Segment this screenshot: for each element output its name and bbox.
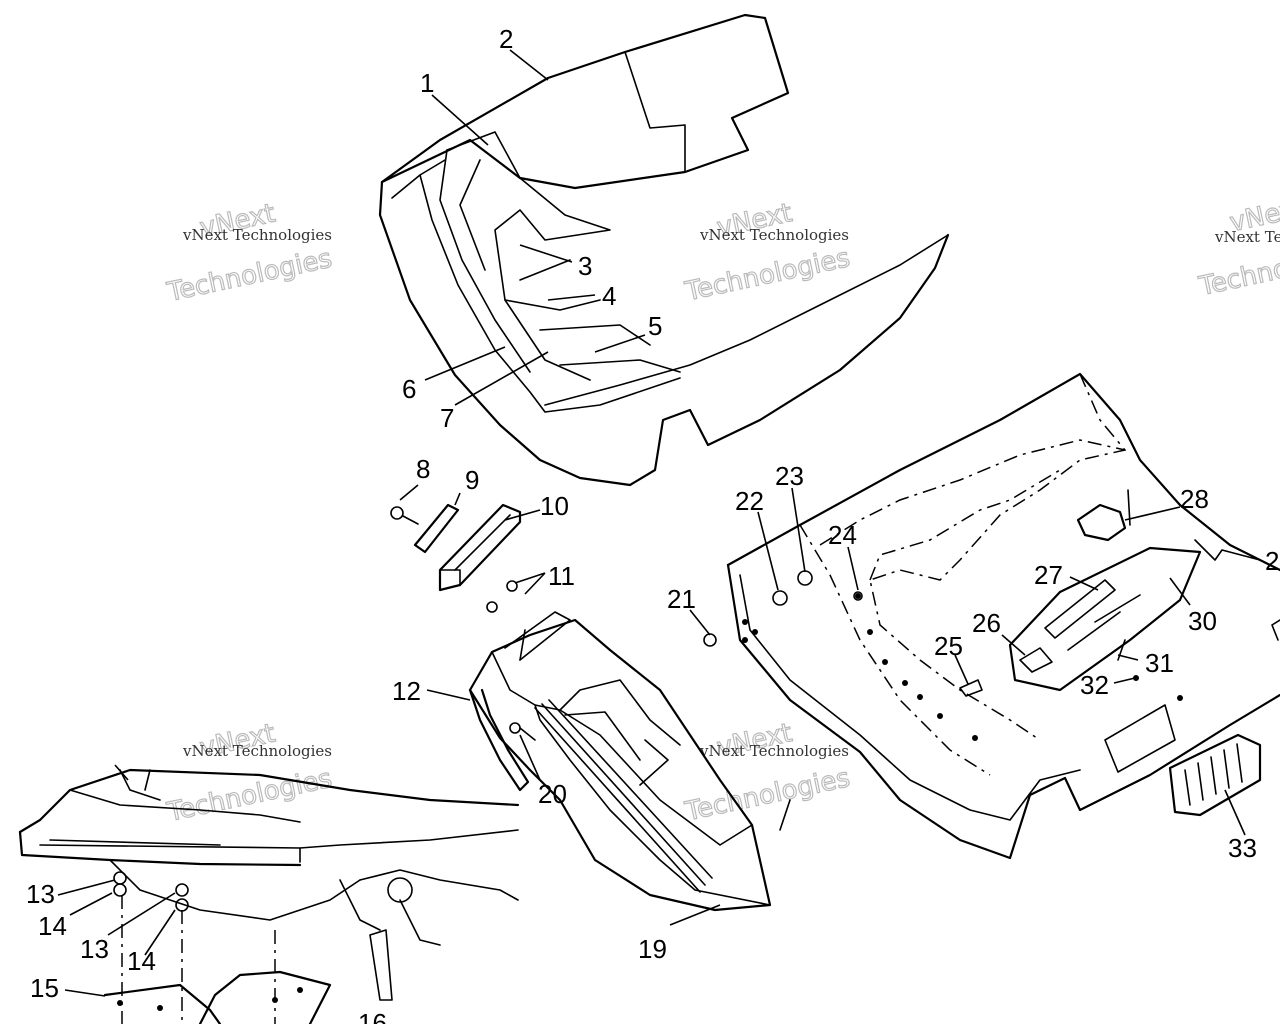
- callout-21: 21: [667, 584, 696, 614]
- callout-11: 11: [548, 561, 575, 591]
- callout-20: 20: [538, 779, 567, 809]
- leader-lines: [57, 49, 1261, 997]
- callout-10: 10: [540, 491, 569, 521]
- watermark-text-4: vNext Technologies: [182, 742, 332, 760]
- callout-27: 27: [1034, 560, 1063, 590]
- svg-text:Technologies: Technologies: [164, 244, 335, 308]
- callout-1: 1: [420, 68, 434, 98]
- callout-5: 5: [648, 311, 662, 341]
- callout-12: 12: [392, 676, 421, 706]
- svg-text:Technologies: Technologies: [682, 243, 853, 307]
- callout-31: 31: [1145, 648, 1174, 678]
- belly-pan: [726, 372, 1280, 860]
- watermark-text-1: vNext Technologies: [182, 226, 332, 244]
- callout-19: 19: [638, 934, 667, 964]
- callout-15: 15: [30, 973, 59, 1003]
- callout-14b: 14: [127, 946, 156, 976]
- nuts: [703, 570, 863, 647]
- callout-13b: 13: [80, 934, 109, 964]
- watermark-text-5: vNext Technologies: [699, 742, 849, 760]
- console: [959, 489, 1223, 697]
- watermark-2: vNext Technologies: [681, 198, 853, 308]
- callout-28: 28: [1180, 484, 1209, 514]
- callout-22: 22: [735, 486, 764, 516]
- callout-7: 7: [440, 403, 454, 433]
- callout-33: 33: [1228, 833, 1257, 863]
- callout-25: 25: [934, 631, 963, 661]
- callout-26: 26: [972, 608, 1001, 638]
- callout-4: 4: [602, 281, 616, 311]
- sled-front-inset: [18, 768, 520, 1024]
- hardware-front-left: [390, 503, 536, 741]
- callout-29-partial: 2: [1265, 546, 1279, 576]
- svg-text:Technologies: Technologies: [682, 763, 853, 827]
- nose-piece: [468, 611, 772, 912]
- callout-23: 23: [775, 461, 804, 491]
- callout-16: 16: [358, 1008, 387, 1024]
- hood-shell: [378, 13, 950, 487]
- watermark-text-3: vNext Technologies: [1214, 228, 1280, 246]
- callout-6: 6: [402, 374, 416, 404]
- callout-13a: 13: [26, 879, 55, 909]
- callouts: 1 2 3 4 5 6 7 8 9 10 11 12 13 14 13 14 1…: [26, 24, 1279, 1024]
- callout-14a: 14: [38, 911, 67, 941]
- callout-3: 3: [578, 251, 592, 281]
- vent-grille: [1168, 733, 1262, 817]
- watermark-1: vNext Technologies: [163, 198, 335, 309]
- svg-text:Technologies: Technologies: [1196, 238, 1280, 302]
- callout-8: 8: [416, 454, 430, 484]
- callout-2: 2: [499, 24, 513, 54]
- watermark-text-2: vNext Technologies: [699, 226, 849, 244]
- watermark-4: vNext Technologies: [163, 718, 335, 829]
- callout-24: 24: [828, 520, 857, 550]
- callout-30: 30: [1188, 606, 1217, 636]
- callout-32: 32: [1080, 670, 1109, 700]
- callout-9: 9: [465, 465, 479, 495]
